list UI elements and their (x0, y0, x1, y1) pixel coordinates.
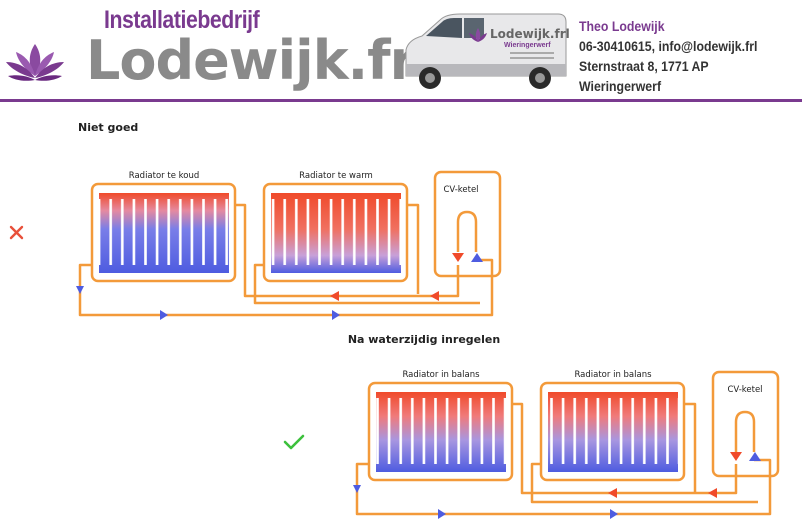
top-pipes (78, 203, 494, 317)
van-sub-text: Wieringerwerf (504, 42, 551, 49)
contact-address: Sternstraat 8, 1771 AP Wieringerwerf (579, 58, 709, 94)
bottom-flow-arrows (353, 452, 761, 519)
brand-name: Lodewijk.frl (86, 29, 434, 92)
top-radiator-2-label: Radiator te warm (299, 171, 373, 181)
bottom-pipes (355, 402, 772, 516)
radiator-balance-diagram: Niet goed Radiator te koud Radiator te w… (9, 121, 780, 519)
cross-icon (9, 225, 24, 240)
bottom-boiler (711, 370, 780, 478)
lotus-logo-icon (6, 44, 64, 81)
bottom-boiler-label: CV-ketel (727, 385, 762, 395)
top-boiler-label: CV-ketel (443, 185, 478, 195)
contact-name: Theo Lodewijk (579, 18, 665, 34)
top-radiator-1-label: Radiator te koud (129, 171, 200, 181)
bottom-radiator-1-label: Radiator in balans (402, 370, 480, 380)
check-icon (283, 434, 305, 450)
top-heading: Niet goed (78, 121, 138, 134)
bottom-radiator-1 (367, 381, 514, 482)
page-header: Installatiebedrijf Lodewijk.frl Lodewijk… (0, 0, 802, 102)
contact-phone-email: 06-30410615, info@lodewijk.frl (579, 38, 758, 54)
top-flow-arrows (76, 253, 483, 320)
company-type: Installatiebedrijf (104, 6, 260, 34)
bottom-radiator-2-label: Radiator in balans (574, 370, 652, 380)
bottom-radiator-2 (539, 381, 686, 482)
company-van-image: Lodewijk.frl Wieringerwerf (405, 13, 570, 89)
contact-block: Theo Lodewijk 06-30410615, info@lodewijk… (579, 16, 775, 96)
top-radiator-hot (262, 182, 409, 283)
top-boiler (433, 170, 502, 278)
top-radiator-cold (90, 182, 237, 283)
bottom-heading: Na waterzijdig inregelen (348, 333, 500, 346)
header-divider (0, 99, 802, 102)
van-brand-text: Lodewijk.frl (490, 27, 570, 41)
